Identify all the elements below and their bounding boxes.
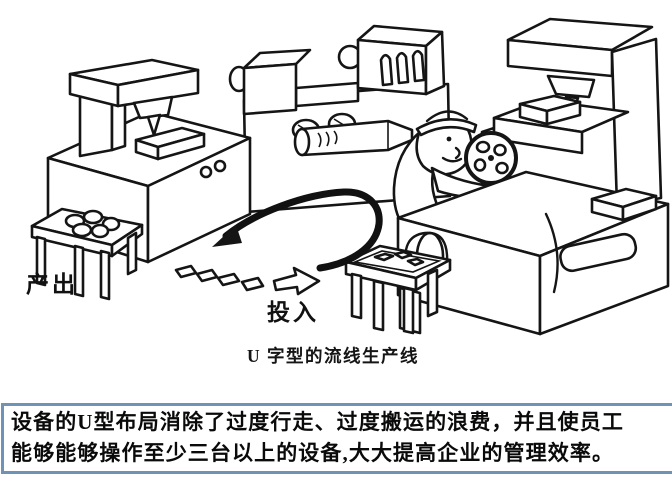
worker-cap-icon: [415, 118, 478, 137]
note-line-1: 设备的U型布局消除了过度行走、过度搬运的浪费，并且使员工: [11, 410, 624, 434]
lathe-grill-icon: [379, 49, 426, 87]
dashed-travel-path-icon: [174, 264, 265, 292]
input-direction-arrow-icon: [272, 266, 321, 296]
worker-icon: [392, 110, 539, 229]
workbench-slot-icon: [559, 232, 638, 273]
worker-eye-icon: [446, 136, 452, 142]
u-line-illustration: 产出 投入: [26, 17, 670, 336]
note-box: 设备的U型布局消除了过度行走、过度搬运的浪费，并且使员工 能够能够操作至少三台以…: [1, 403, 672, 474]
workbench-icon: [396, 170, 670, 336]
input-label: 投入: [267, 300, 319, 325]
note-line-2: 能够能够操作至少三台以上的设备,大大提高企业的管理效率。: [11, 441, 615, 465]
output-parts-bin-icon: [30, 207, 144, 301]
u-flow-arrow-icon: [212, 188, 383, 272]
input-parts-bin-icon: [344, 231, 452, 335]
machine-right-press-icon: [480, 17, 663, 208]
figure-caption: U 字型的流线生产线: [247, 346, 420, 366]
output-label: 产出: [26, 271, 78, 297]
